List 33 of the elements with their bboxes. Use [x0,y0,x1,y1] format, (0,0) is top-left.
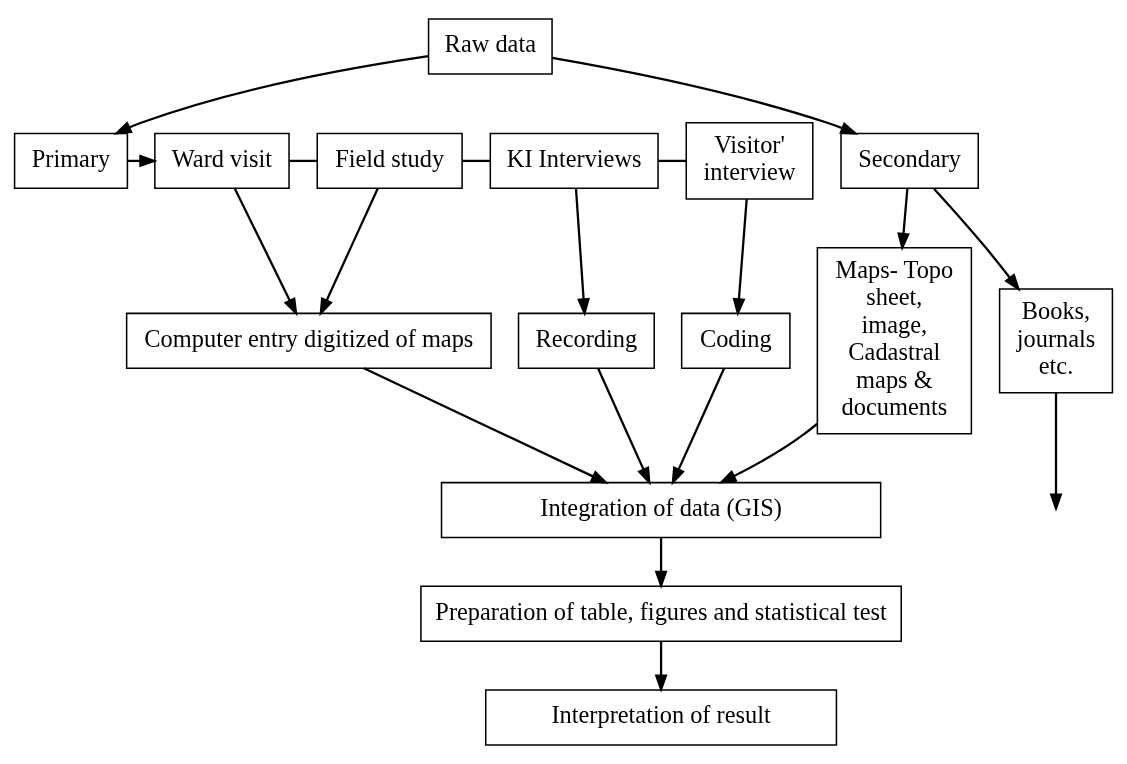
node-box: Integration of data (GIS) [440,481,882,539]
node-box: Ward visit [154,132,290,190]
arrow [897,188,910,252]
node-box: Raw data [427,18,553,75]
arrow [1049,393,1063,512]
arrow [732,199,748,317]
arrow [671,367,726,486]
arrow [718,422,818,484]
node-box: Coding [680,312,791,370]
arrow [654,538,668,590]
node-box: Computer entry digitized of maps [125,312,492,370]
connector [658,159,687,163]
arrow [363,367,609,484]
node-box: Preparation of table, figures and statistical test [420,585,902,642]
arrow [552,56,859,135]
arrow [113,55,429,135]
arrow [319,188,379,317]
node-box: KI Interviews [489,132,659,190]
arrow [933,188,1021,292]
node-box: Books, journals etc. [998,288,1114,394]
arrow [574,188,590,317]
connector [462,159,490,163]
node-box: Interpretation of result [485,689,838,746]
arrow [233,188,298,317]
connector [289,159,318,163]
node-box: Recording [517,312,655,370]
node-box: Maps- Topo sheet, image, Cadastral maps & documents [816,247,973,435]
node-box: Field study [316,132,463,190]
arrow [597,367,651,486]
node-box: Visitor' interview [685,122,814,200]
node-box: Secondary [840,132,979,190]
arrow [654,641,668,693]
node-box: Primary [13,132,129,190]
